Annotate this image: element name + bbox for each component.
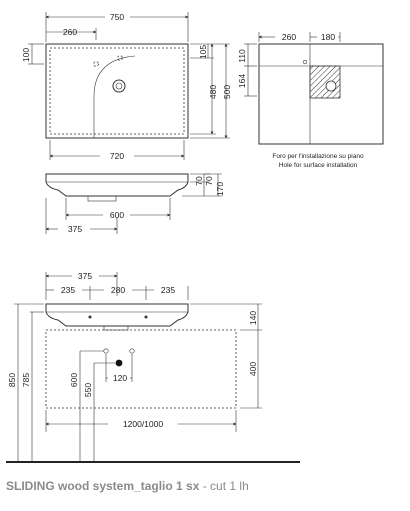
note-english: Hole for surface installation: [279, 162, 358, 169]
caption-bold: SLIDING wood system_taglio 1 sx: [6, 479, 200, 493]
dim-front-inner: 600: [110, 210, 124, 220]
basin-front: [45, 173, 189, 197]
basin-curve: [93, 55, 136, 138]
dim-elev-half: 375: [78, 271, 92, 281]
caption-rest: - cut 1 lh: [199, 479, 249, 493]
dim-elev-top: 140: [248, 311, 258, 325]
technical-drawing: 750 260 100 105 480 500 720: [6, 12, 384, 463]
basin-outline: [45, 43, 189, 139]
drain-siphon: [87, 195, 117, 202]
dim-front-h2: 70: [204, 176, 214, 186]
dim-elev-pipe-spacing: 120: [113, 373, 127, 383]
dim-detail-depth: 164: [237, 74, 247, 88]
dim-detail-offset: 260: [282, 32, 296, 42]
dim-detail-spacing: 180: [321, 32, 335, 42]
dim-front-half: 375: [68, 224, 82, 234]
drain-hole: [112, 79, 126, 93]
hole-circle: [325, 80, 337, 92]
counter-outline: [258, 43, 384, 145]
dim-elev-cabinet: 400: [248, 362, 258, 376]
dim-right-top: 105: [198, 45, 208, 59]
tap-hole-right: [117, 55, 123, 61]
dim-hole-offset: 260: [63, 27, 77, 37]
dim-elev-850: 850: [7, 373, 17, 387]
basin-elevation: [45, 303, 189, 327]
dim-front-h1: 70: [194, 176, 204, 186]
cabinet-outline: [45, 329, 237, 409]
dim-elev-pipe-600: 600: [69, 373, 79, 387]
water-inlet-left: [103, 348, 109, 354]
dim-bottom-width: 720: [110, 151, 124, 161]
dim-detail-top: 110: [237, 49, 247, 63]
water-inlet-right: [129, 348, 135, 354]
tap-hole-left: [93, 61, 99, 67]
dim-depth-500: 500: [222, 85, 232, 99]
dim-elev-pipe-550: 550: [83, 383, 93, 397]
hole-detail: 260 180 110 164 Foro per l'installazione…: [237, 32, 384, 169]
hatched-cutout: [309, 65, 341, 99]
dim-elev-785: 785: [21, 373, 31, 387]
dim-depth-480: 480: [208, 85, 218, 99]
drain-outlet: [115, 359, 123, 367]
dim-elev-seg-left: 235: [61, 285, 75, 295]
small-hole: [302, 59, 308, 65]
basin-inner-outline: [49, 47, 185, 135]
elevation-view: 375 235 280 235 140 400 1200/1000: [6, 271, 300, 463]
drain-hole-inner: [115, 82, 123, 90]
dim-elev-seg-right: 235: [161, 285, 175, 295]
dim-front-total: 170: [215, 182, 225, 196]
top-view: 750 260 100 105 480 500 720: [21, 12, 232, 161]
dim-left-depth: 100: [21, 48, 31, 62]
caption: SLIDING wood system_taglio 1 sx - cut 1 …: [6, 479, 249, 493]
note-italian: Foro per l'installazione su piano: [272, 153, 364, 160]
dim-elev-seg-mid: 280: [111, 285, 125, 295]
front-view: 70 70 170 600 375: [45, 173, 225, 234]
dim-elev-width: 1200/1000: [123, 419, 163, 429]
dim-width: 750: [110, 12, 124, 22]
